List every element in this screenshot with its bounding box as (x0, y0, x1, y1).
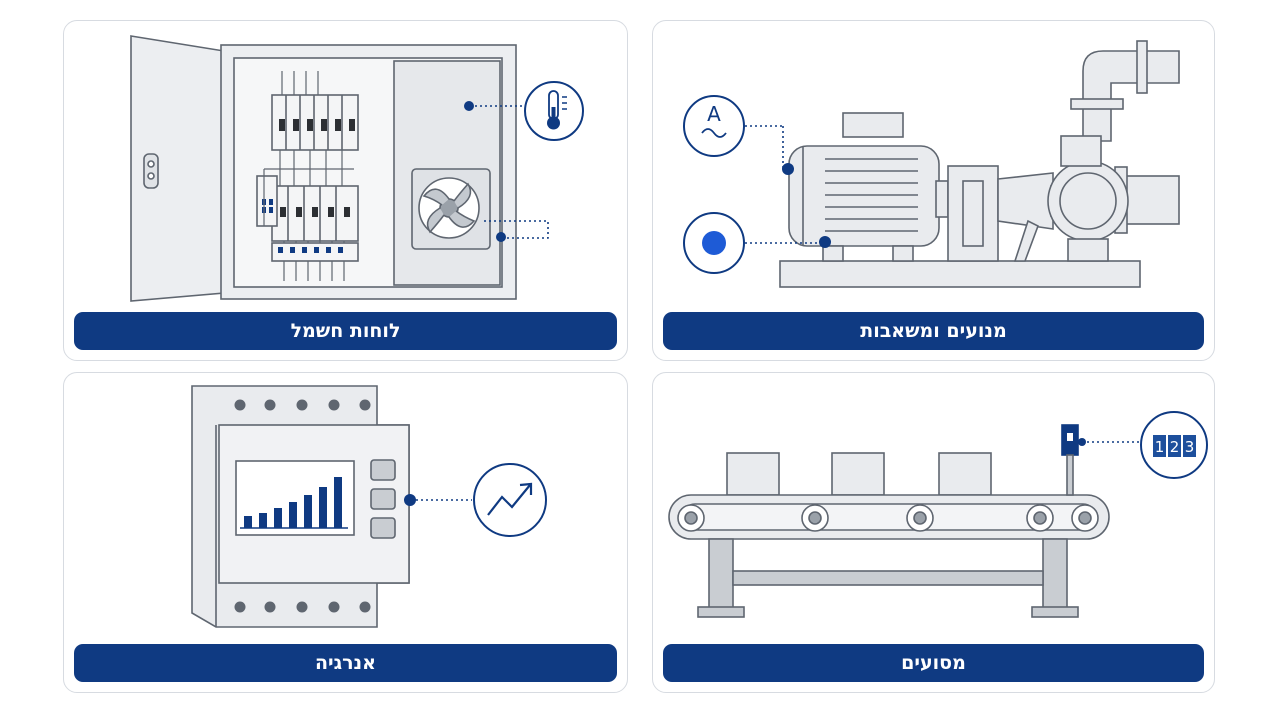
card-label-conveyors: מסועים (663, 644, 1204, 682)
boxes (726, 452, 992, 496)
conveyors-card: 1 2 3 מסועים (652, 372, 1215, 693)
counter-digit-3: 3 (1185, 438, 1195, 456)
trend-callout (404, 463, 547, 537)
terminal-screws (234, 399, 371, 613)
circuit-breakers (256, 94, 359, 242)
bar-chart-display (240, 477, 348, 529)
electric-motor (788, 112, 949, 262)
proximity-sensor (1061, 424, 1079, 496)
coupling (947, 165, 999, 262)
current-ampere-icon (683, 95, 745, 157)
energy-meter-illustration (191, 385, 547, 628)
pump (997, 135, 1129, 262)
ampere-symbol: A (707, 102, 721, 126)
motor-pump-illustration: A (683, 40, 1180, 288)
counter-digit-1: 1 (1155, 438, 1165, 456)
motors-pumps-card: A מנועים ומשאבות (652, 20, 1215, 361)
card-label-electrical-panels: לוחות חשמל (74, 312, 617, 350)
trend-up-icon (473, 463, 547, 537)
energy-card: אנרגיה (63, 372, 628, 693)
status-indicator (702, 231, 726, 255)
card-label-motors-pumps: מנועים ומשאבות (663, 312, 1204, 350)
fan-sensor-callout (484, 220, 549, 242)
energy-meter (191, 385, 410, 628)
electrical-cabinet-illustration (130, 35, 584, 302)
base-plate (779, 260, 1141, 288)
electrical-panels-card: לוחות חשמל (63, 20, 628, 361)
temperature-callout (464, 81, 584, 141)
conveyor-illustration: 1 2 3 (668, 411, 1208, 618)
counter-digit-2: 2 (1170, 438, 1180, 456)
card-label-energy: אנרגיה (74, 644, 617, 682)
current-callout: A (683, 95, 794, 175)
counter-callout: 1 2 3 (1078, 411, 1208, 479)
door-handle (143, 153, 159, 189)
status-callout (683, 212, 831, 274)
conveyor-belt (668, 494, 1110, 540)
conveyor-frame (697, 538, 1079, 618)
cooling-fan (411, 168, 491, 250)
